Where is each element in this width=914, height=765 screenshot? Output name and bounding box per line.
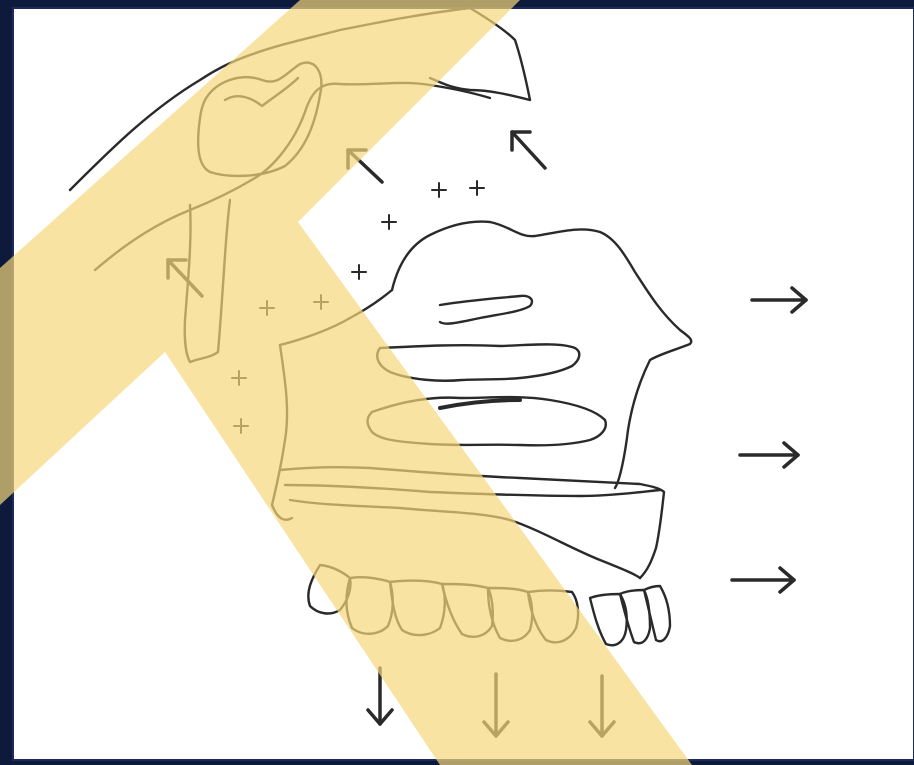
- diagram-canvas: [0, 0, 914, 765]
- diagram-stage: [0, 0, 914, 765]
